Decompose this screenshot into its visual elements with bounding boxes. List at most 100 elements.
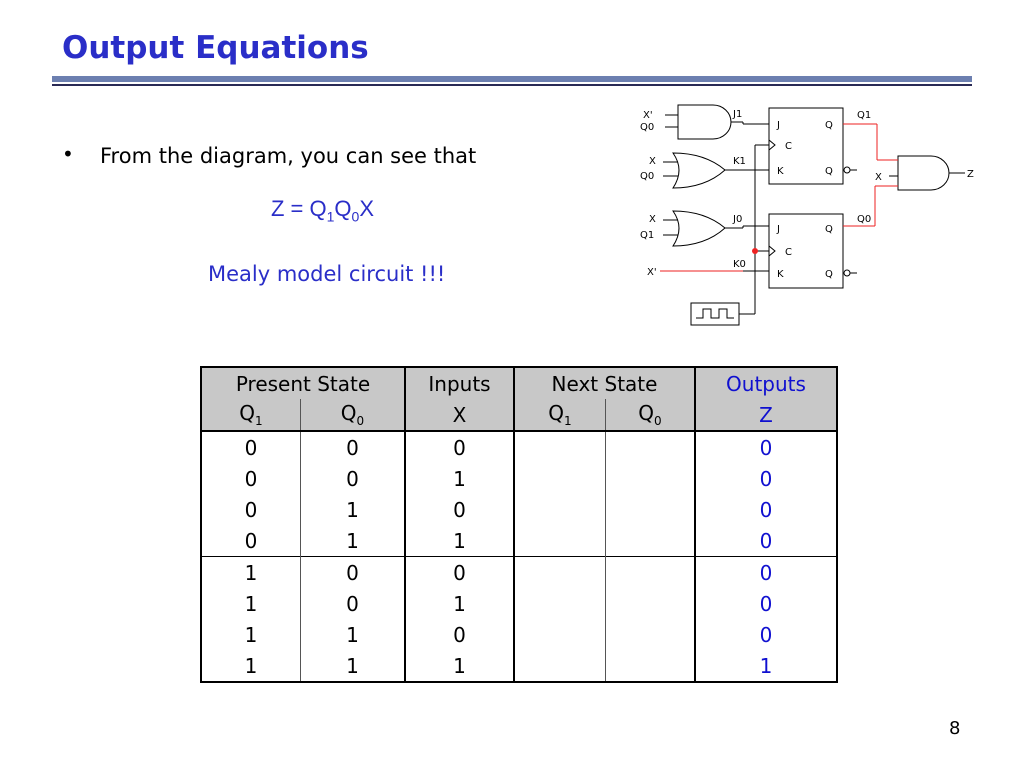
cell-nq0: [605, 431, 695, 463]
sub-z: Z: [694, 399, 837, 432]
cell-x: 0: [404, 494, 514, 525]
cell-nq1: [513, 650, 606, 682]
and-gate-z: [897, 155, 950, 191]
cell-q1: 1: [244, 653, 258, 678]
cell-z: 0: [694, 588, 837, 619]
sub-next-q0: Q0: [605, 399, 695, 432]
cell-x: 1: [404, 525, 514, 557]
cell-q0: 1: [300, 525, 405, 557]
cell-nq1: [513, 619, 606, 650]
cell-nq1: [513, 431, 606, 463]
or-gate-j0: [672, 210, 726, 247]
clock-junction: [752, 248, 758, 254]
ff0-j: J: [776, 224, 780, 235]
cell-z: 0: [694, 463, 837, 494]
cell-z: 0: [694, 431, 837, 463]
eq-rhs: X: [359, 196, 375, 221]
cell-q1: 1: [201, 556, 301, 588]
ff0-q: Q: [825, 224, 833, 235]
ff0-c: C: [785, 247, 792, 258]
cell-z: 0: [694, 494, 837, 525]
cell-q0: 0: [300, 463, 405, 494]
cell-nq1: [513, 525, 606, 557]
cell-nq0: [605, 650, 695, 682]
cell-q1: 0: [244, 497, 258, 522]
eq-mid: Q: [334, 196, 352, 221]
label-q1-out: Q1: [857, 110, 871, 121]
ff0-qbar: Q: [825, 269, 833, 280]
header-inputs: Inputs: [404, 367, 514, 399]
cell-q0: 1: [300, 494, 405, 525]
title-underline: [52, 76, 972, 82]
circuit-diagram: X' Q0 J1 Q1 X Q0 K1 X Q1 J0 Q0 X' K0 X Z…: [640, 104, 974, 326]
eq-sub1: 1: [326, 208, 335, 225]
ff1-q: Q: [825, 120, 833, 131]
and-gate-j1: [677, 104, 732, 140]
cell-x: 0: [404, 556, 514, 588]
cell-nq0: [605, 588, 695, 619]
label-q0-a: Q0: [640, 122, 654, 133]
page-number: 8: [949, 718, 961, 739]
cell-z: 0: [694, 619, 837, 650]
cell-nq0: [605, 619, 695, 650]
cell-nq0: [605, 494, 695, 525]
cell-q0: 1: [300, 650, 405, 682]
ff1-j: J: [776, 120, 780, 131]
ff0-k: K: [777, 269, 784, 280]
mealy-note: Mealy model circuit !!!: [208, 262, 446, 286]
label-q0-out: Q0: [857, 214, 871, 225]
cell-nq1: [513, 556, 606, 588]
label-q1-c: Q1: [640, 230, 654, 241]
cell-q1: 1: [244, 622, 258, 647]
title-underline-thin: [52, 84, 972, 86]
sub-next-q1: Q1: [513, 399, 606, 432]
cell-x: 1: [404, 463, 514, 494]
eq-lhs: Z = Q: [271, 196, 327, 221]
cell-nq1: [513, 588, 606, 619]
state-table: Present State Inputs Next State Outputs …: [200, 366, 838, 683]
cell-nq0: [605, 525, 695, 557]
cell-nq0: [605, 556, 695, 588]
cell-x: 0: [404, 619, 514, 650]
ff1-qbar: Q: [825, 166, 833, 177]
header-outputs: Outputs: [694, 367, 837, 399]
cell-z: 1: [694, 650, 837, 682]
eq-sub2: 0: [351, 208, 360, 225]
cell-z: 0: [694, 525, 837, 557]
sub-x: X: [404, 399, 514, 432]
bullet-marker: •: [62, 142, 74, 166]
label-x-prime-d: X': [647, 267, 657, 278]
output-equation: Z = Q1Q0X: [271, 196, 374, 224]
cell-x: 0: [404, 431, 514, 463]
header-next-state: Next State: [513, 367, 695, 399]
ff1-k: K: [777, 166, 784, 177]
label-x-prime-a: X': [643, 110, 653, 121]
label-q0-b: Q0: [640, 171, 654, 182]
cell-q0: 0: [300, 431, 405, 463]
label-z-out: Z: [967, 169, 974, 180]
flip-flop-1: [768, 107, 844, 185]
label-x-c: X: [649, 214, 656, 225]
label-k1: K1: [733, 156, 746, 167]
cell-x: 1: [404, 650, 514, 682]
cell-nq1: [513, 463, 606, 494]
ff1-c: C: [785, 141, 792, 152]
sub-q0: Q0: [300, 399, 405, 432]
label-x-gate: X: [875, 172, 882, 183]
or-gate-k1: [672, 152, 726, 189]
label-k0: K0: [733, 259, 746, 270]
cell-nq1: [513, 494, 606, 525]
cell-q1: 0: [244, 528, 258, 553]
label-x-b: X: [649, 156, 656, 167]
clock-source: [690, 302, 740, 326]
label-j0: J0: [732, 214, 742, 225]
cell-q0: 0: [300, 588, 405, 619]
